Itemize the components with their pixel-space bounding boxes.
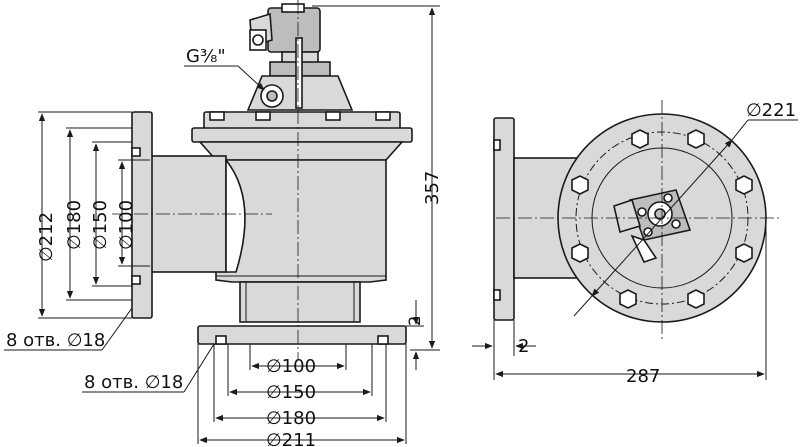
side-gap-label: 2 [518, 336, 529, 357]
bottom-holes-label: 8 отв. ∅18 [84, 372, 183, 393]
front-view [112, 0, 413, 360]
d150-left-label: ∅150 [90, 200, 111, 250]
side-width-label: 287 [626, 366, 660, 387]
d150-bottom-label: ∅150 [266, 382, 316, 403]
d100-bottom-label: ∅100 [266, 356, 316, 377]
valve-body [215, 159, 387, 283]
diaphragm-housing [191, 111, 413, 161]
height-label: 357 [422, 171, 443, 205]
outlet-pipe [239, 281, 361, 323]
d211-bottom-label: ∅211 [266, 430, 316, 447]
d212-label: ∅212 [36, 212, 57, 262]
solenoid-coil [249, 3, 321, 53]
side-left-flange [493, 117, 515, 321]
pilot-block [246, 37, 354, 111]
d100-left-label: ∅100 [116, 200, 137, 250]
left-holes-label: 8 отв. ∅18 [6, 330, 105, 351]
front-gap-label: 2 [405, 316, 424, 326]
d180-bottom-label: ∅180 [266, 408, 316, 429]
side-view [493, 100, 780, 340]
thread-label: G³⁄₈" [186, 46, 226, 67]
front-dimensions: G³⁄₈" 357 2 ∅212 ∅180 ∅150 ∅100 8 отв. ∅… [4, 5, 443, 447]
side-flange-dia-label: ∅221 [746, 100, 796, 121]
bottom-flange [197, 325, 407, 345]
d180-left-label: ∅180 [64, 200, 85, 250]
side-dimensions: ∅221 2 287 [472, 100, 798, 387]
